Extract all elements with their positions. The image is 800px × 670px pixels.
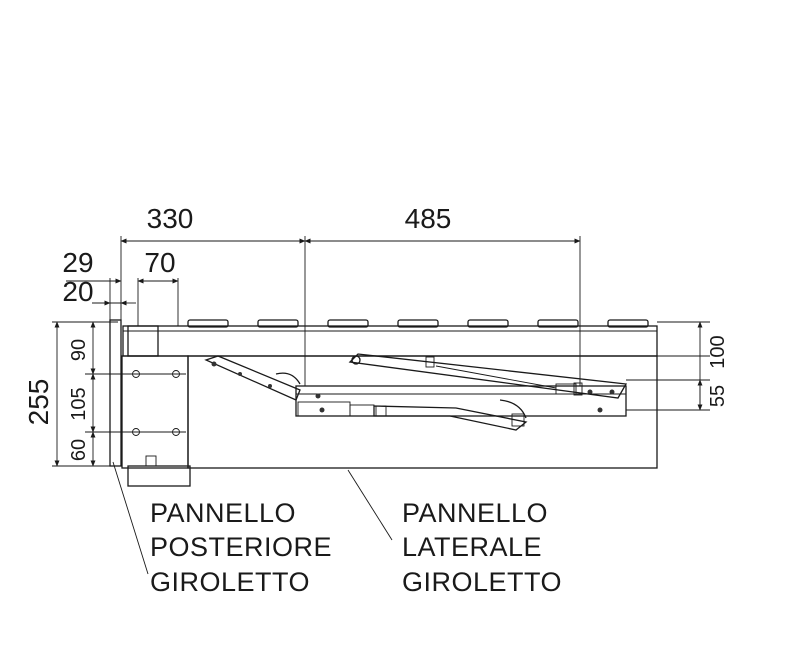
back-panel-label-line2: POSTERIORE xyxy=(150,532,332,562)
dim-20: 20 xyxy=(62,276,93,307)
slats xyxy=(187,319,649,328)
frame-rail xyxy=(122,325,658,357)
lift-mechanism xyxy=(204,353,628,431)
dim-70: 70 xyxy=(144,247,175,278)
back-bracket xyxy=(121,355,191,487)
bracket-bolts xyxy=(124,370,186,436)
dim-29: 29 xyxy=(62,247,93,278)
dim-100: 100 xyxy=(707,335,729,368)
back-panel-label-line3: GIROLETTO xyxy=(150,567,310,597)
back-panel-label-line1: PANNELLO xyxy=(150,498,296,528)
side-panel-label-line1: PANNELLO xyxy=(402,498,548,528)
side-panel-label: PANNELLO LATERALE GIROLETTO xyxy=(402,498,562,597)
side-panel-label-line3: GIROLETTO xyxy=(402,567,562,597)
leader-lines xyxy=(112,461,393,575)
dim-55: 55 xyxy=(707,385,729,407)
back-panel-label: PANNELLO POSTERIORE GIROLETTO xyxy=(150,498,332,597)
dim-90: 90 xyxy=(68,339,90,361)
dimension-lines xyxy=(54,238,703,467)
dim-105: 105 xyxy=(68,387,90,420)
dim-330: 330 xyxy=(147,203,194,234)
back-panel-wall xyxy=(109,319,122,467)
dim-60: 60 xyxy=(68,439,90,461)
dim-255: 255 xyxy=(23,379,54,426)
side-panel-label-line2: LATERALE xyxy=(402,532,542,562)
dim-485: 485 xyxy=(405,203,452,234)
